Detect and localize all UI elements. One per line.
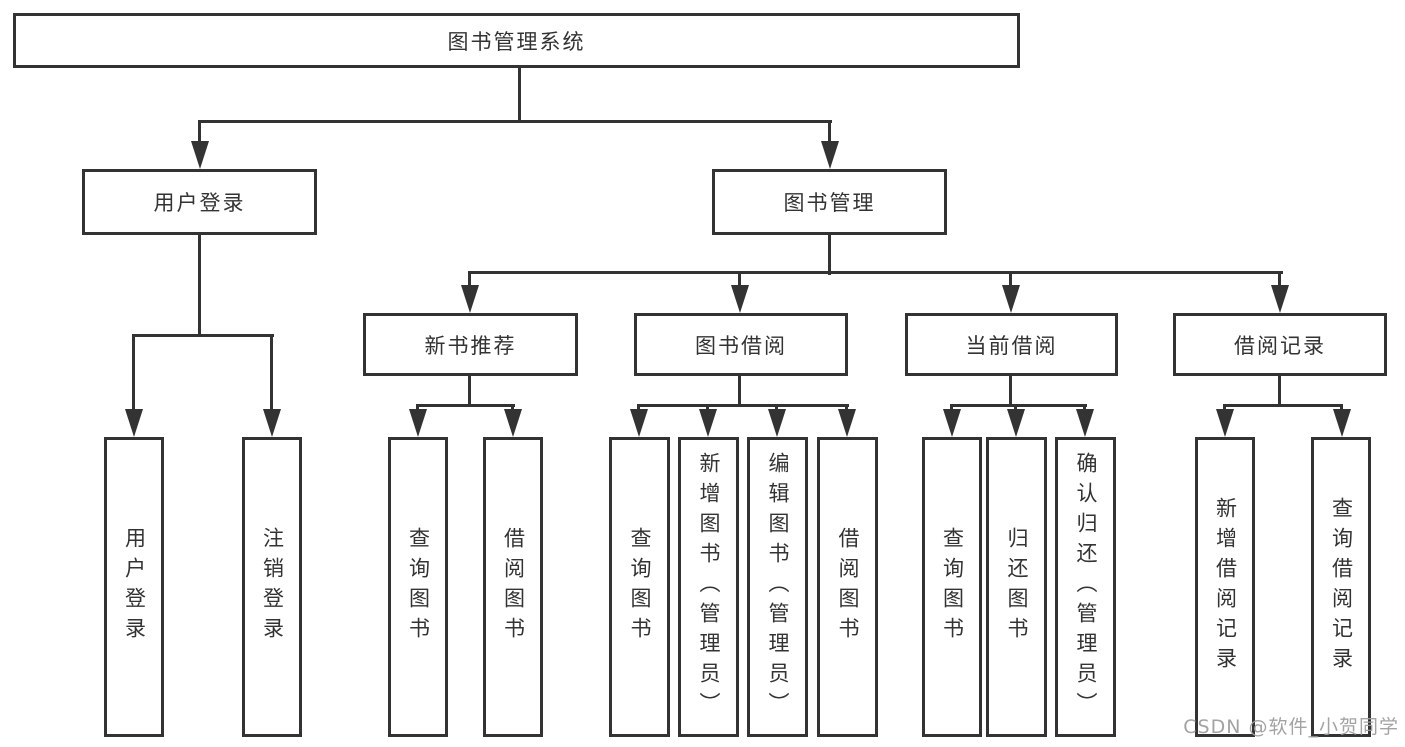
connector-group3-stem: [1009, 376, 1012, 407]
connector-group4-branch: [1223, 404, 1343, 407]
leaf-query-books-current: 查询图书: [922, 437, 982, 737]
arrowhead-group2-leaf4: [838, 409, 856, 437]
arrowhead-group4-leaf2: [1333, 409, 1351, 437]
arrowhead-group4-leaf1: [1216, 409, 1234, 437]
arrowhead-group2-leaf1: [630, 409, 648, 437]
connector-group2-branch: [637, 404, 849, 407]
leaf-query-borrow-record-label: 查询借阅记录: [1329, 497, 1354, 677]
arrowhead-group2-leaf2: [699, 409, 717, 437]
leaf-add-books-admin-label: 新增图书（管理员）: [697, 452, 721, 722]
arrowhead-borrow-records: [1271, 285, 1289, 313]
node-current-borrowing: 当前借阅: [905, 313, 1118, 376]
leaf-borrow-books: 借阅图书: [817, 437, 878, 737]
arrowhead-leaf-user-login: [125, 409, 143, 437]
connector-user-login-stem: [198, 235, 201, 337]
leaf-add-books-admin: 新增图书（管理员）: [678, 437, 739, 737]
node-book-borrowing: 图书借阅: [634, 313, 848, 376]
leaf-query-books-borrowing-label: 查询图书: [628, 527, 652, 647]
connector-root-stem: [518, 68, 521, 122]
connector-drop-leaf-logout: [270, 334, 273, 412]
csdn-watermark: CSDN @软件_小贺同学: [1183, 716, 1399, 738]
leaf-confirm-return-admin: 确认归还（管理员）: [1055, 437, 1116, 737]
leaf-user-login: 用户登录: [104, 437, 164, 737]
connector-level2-branch: [468, 271, 1283, 274]
connector-drop-new-book: [468, 271, 471, 289]
connector-drop-user-login: [198, 120, 201, 144]
arrowhead-book-borrow: [731, 285, 749, 313]
arrowhead-book-management: [821, 141, 839, 169]
connector-book-management-stem: [828, 235, 831, 275]
node-borrowing-records: 借阅记录: [1173, 313, 1387, 376]
connector-drop-borrow-records: [1278, 271, 1281, 289]
leaf-return-books-label: 归还图书: [1005, 527, 1029, 647]
node-book-management: 图书管理: [712, 169, 947, 235]
arrowhead-leaf-logout: [263, 409, 281, 437]
connector-group2-stem: [738, 376, 741, 407]
connector-user-login-branch: [132, 334, 274, 337]
node-user-login: 用户登录: [82, 169, 317, 235]
leaf-query-borrow-record: 查询借阅记录: [1311, 437, 1371, 737]
leaf-edit-books-admin-label: 编辑图书（管理员）: [766, 452, 790, 722]
arrowhead-group3-leaf1: [943, 409, 961, 437]
connector-group3-branch: [950, 404, 1087, 407]
connector-group1-branch: [416, 404, 515, 407]
leaf-logout-label: 注销登录: [260, 527, 285, 647]
leaf-return-books: 归还图书: [986, 437, 1047, 737]
leaf-edit-books-admin: 编辑图书（管理员）: [747, 437, 808, 737]
leaf-query-books-recommend-label: 查询图书: [406, 527, 431, 647]
leaf-borrow-books-recommend: 借阅图书: [483, 437, 543, 737]
arrowhead-new-book: [461, 285, 479, 313]
leaf-add-borrow-record-label: 新增借阅记录: [1213, 497, 1238, 677]
arrowhead-group2-leaf3: [768, 409, 786, 437]
arrowhead-group1-leaf1: [409, 409, 427, 437]
node-library-management-system: 图书管理系统: [13, 13, 1020, 68]
arrowhead-group1-leaf2: [504, 409, 522, 437]
leaf-confirm-return-admin-label: 确认归还（管理员）: [1074, 452, 1098, 722]
connector-level1-branch: [198, 120, 832, 123]
arrowhead-current-borrow: [1002, 285, 1020, 313]
connector-drop-leaf-user-login: [132, 334, 135, 412]
arrowhead-group3-leaf3: [1076, 409, 1094, 437]
connector-drop-book-borrow: [738, 271, 741, 289]
leaf-query-books-recommend: 查询图书: [388, 437, 448, 737]
leaf-borrow-books-recommend-label: 借阅图书: [501, 527, 526, 647]
connector-group4-stem: [1278, 376, 1281, 407]
leaf-borrow-books-label: 借阅图书: [836, 527, 860, 647]
connector-drop-book-management: [828, 120, 831, 144]
connector-group1-stem: [468, 376, 471, 407]
leaf-user-login-label: 用户登录: [122, 527, 147, 647]
leaf-query-books-borrowing: 查询图书: [609, 437, 670, 737]
arrowhead-user-login: [191, 141, 209, 169]
leaf-add-borrow-record: 新增借阅记录: [1195, 437, 1255, 737]
leaf-query-books-current-label: 查询图书: [940, 527, 965, 647]
connector-drop-current-borrow: [1009, 271, 1012, 289]
arrowhead-group3-leaf2: [1007, 409, 1025, 437]
leaf-logout: 注销登录: [242, 437, 302, 737]
node-new-book-recommendation: 新书推荐: [363, 313, 578, 376]
